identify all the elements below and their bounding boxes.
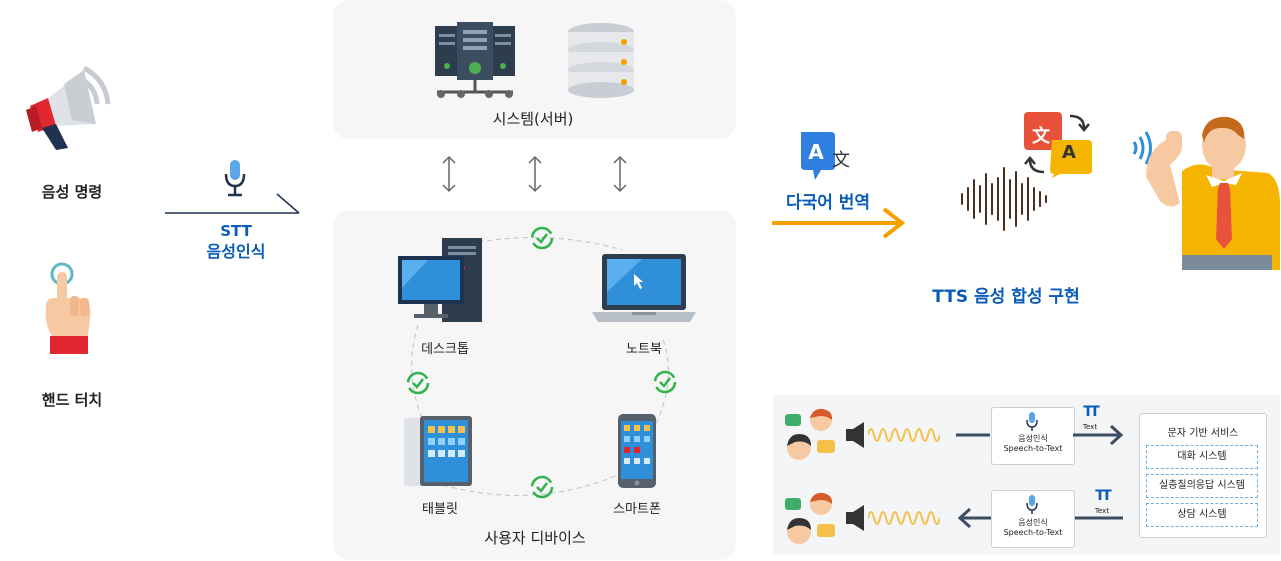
stt-box-bottom bbox=[991, 490, 1075, 548]
hand-touch-icon bbox=[40, 262, 96, 362]
server-rack-icon bbox=[433, 22, 517, 100]
sync-arrow-3 bbox=[611, 154, 629, 194]
megaphone-icon bbox=[22, 62, 112, 154]
language-swap-icon bbox=[1022, 110, 1094, 178]
database-icon bbox=[566, 22, 636, 100]
hand-touch-label: 핸드 터치 bbox=[41, 391, 103, 409]
speaking-man-icon bbox=[1146, 115, 1281, 270]
stt-box-top-line1: 음성인식 bbox=[1018, 434, 1048, 443]
service-item-consult: 상담 시스템 bbox=[1146, 503, 1258, 527]
service-title: 문자 기반 서비스 bbox=[1167, 428, 1239, 439]
flow-arrow-left-1 bbox=[956, 506, 994, 530]
sound-wave-yellow-bottom bbox=[868, 506, 940, 530]
speaker-icon-bottom bbox=[846, 504, 866, 532]
chat-people-icon-top bbox=[785, 408, 837, 464]
tts-label: TTS 음성 합성 구현 bbox=[932, 287, 1080, 307]
stt-sub-label: 음성인식 bbox=[206, 242, 266, 261]
smartphone-label: 스마트폰 bbox=[613, 502, 661, 517]
voice-command-label: 음성 명령 bbox=[41, 183, 103, 201]
sync-arrow-1 bbox=[440, 154, 458, 194]
language-swap-letter-a: 文 bbox=[1032, 126, 1050, 147]
speaker-icon-top bbox=[846, 421, 866, 449]
server-panel bbox=[333, 0, 736, 139]
stt-box-top-line2: Speech-to-Text bbox=[1003, 444, 1063, 453]
sync-arrow-2 bbox=[526, 154, 544, 194]
translate-icon-letter-a: A bbox=[808, 140, 824, 164]
sync-check-icon-top bbox=[529, 225, 555, 251]
laptop-label: 노트북 bbox=[626, 342, 662, 357]
service-item-qa: 실층질의응답 시스템 bbox=[1146, 474, 1258, 498]
stt-box-bottom-line1: 음성인식 bbox=[1018, 518, 1048, 527]
stt-label: STT bbox=[220, 222, 252, 240]
flow-arrow-left-2 bbox=[1075, 508, 1125, 528]
chat-people-icon-bottom bbox=[785, 492, 837, 548]
mic-icon-top bbox=[1025, 412, 1039, 432]
text-icon-bottom: TT bbox=[1095, 488, 1111, 504]
microphone-icon bbox=[222, 158, 248, 198]
desktop-icon bbox=[398, 238, 486, 324]
translate-icon bbox=[797, 128, 853, 184]
flow-arrow-right-2 bbox=[1073, 424, 1125, 448]
sync-check-icon-bottom bbox=[529, 474, 555, 500]
translate-icon-letter-b: 文 bbox=[832, 150, 850, 171]
sync-check-icon-right bbox=[652, 369, 678, 395]
text-tag-top: Text bbox=[1082, 423, 1098, 431]
translation-arrow bbox=[772, 206, 912, 240]
speaker-waves-icon bbox=[1126, 128, 1160, 168]
flow-arrow-right-1 bbox=[956, 426, 992, 444]
sound-wave-yellow-top bbox=[868, 423, 940, 447]
text-icon-top: TT bbox=[1083, 404, 1099, 420]
stt-arrow bbox=[165, 192, 303, 216]
smartphone-icon bbox=[618, 414, 656, 488]
mic-icon-bottom bbox=[1025, 495, 1039, 515]
sound-wave-icon bbox=[958, 166, 1050, 232]
translation-label: 다국어 번역 bbox=[785, 193, 871, 213]
server-label: 시스템(서버) bbox=[492, 110, 574, 128]
laptop-icon bbox=[592, 252, 696, 324]
tablet-label: 태블릿 bbox=[422, 502, 458, 517]
devices-title: 사용자 디바이스 bbox=[484, 529, 586, 547]
stt-box-bottom-line2: Speech-to-Text bbox=[1003, 528, 1063, 537]
desktop-label: 데스크톱 bbox=[421, 342, 469, 357]
sync-check-icon-left bbox=[405, 370, 431, 396]
text-tag-bottom: Text bbox=[1094, 507, 1110, 515]
service-item-dialog: 대화 시스템 bbox=[1146, 445, 1258, 469]
language-swap-letter-b: A bbox=[1062, 142, 1076, 163]
tablet-icon bbox=[404, 416, 474, 488]
